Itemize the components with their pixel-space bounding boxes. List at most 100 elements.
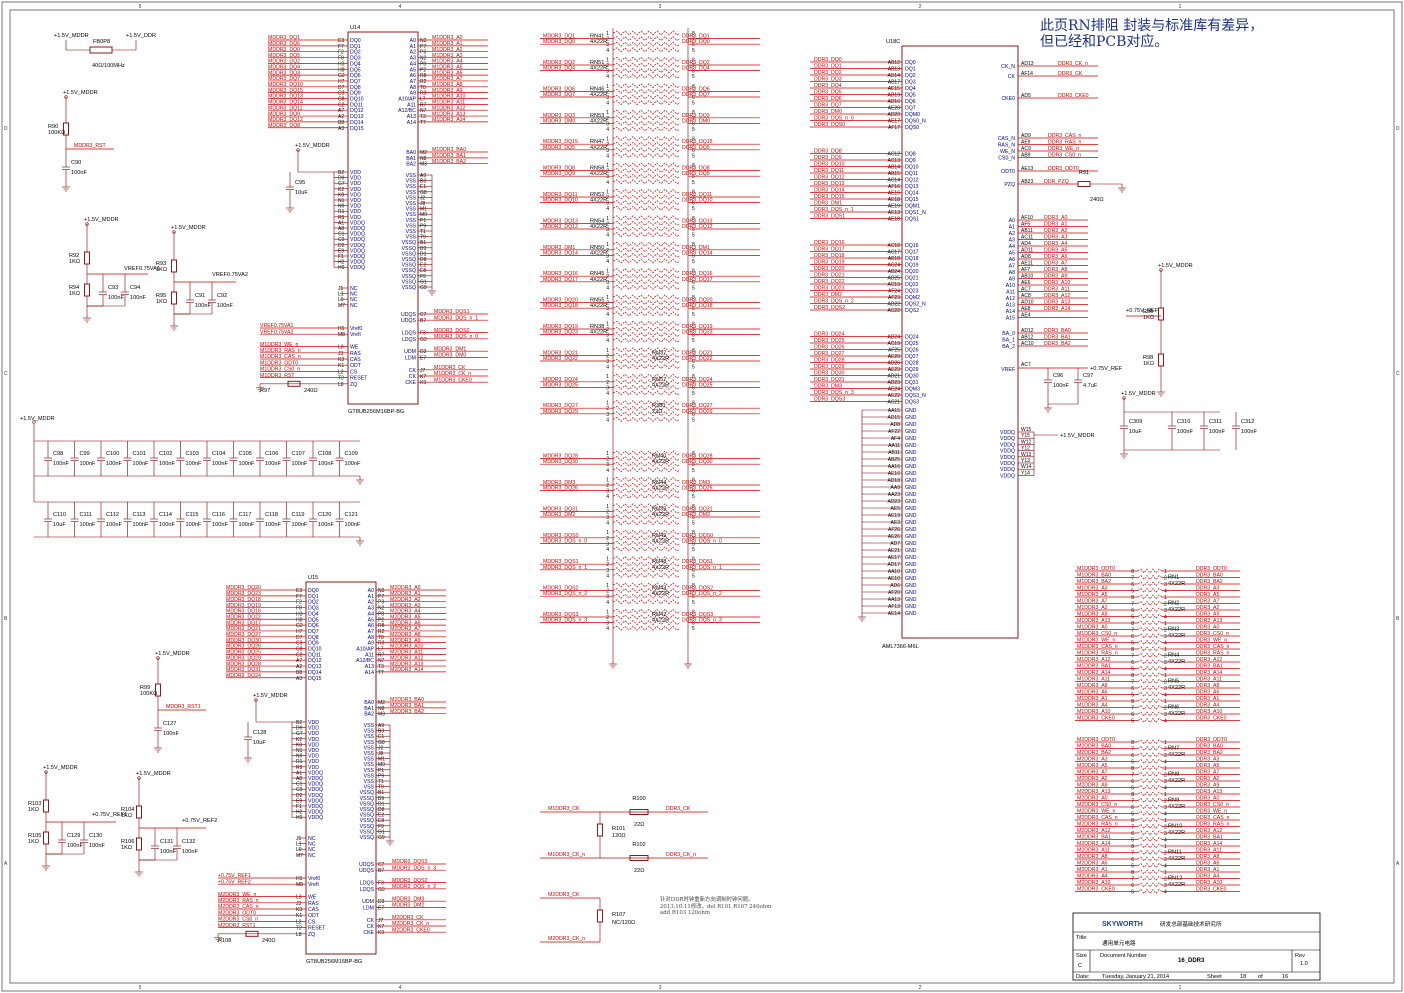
rn-in-net: MDDR3_DQ7	[543, 92, 575, 98]
pin-number: AE10	[888, 576, 900, 582]
pin-name: VSSQ	[402, 263, 416, 269]
pin-number: E8	[378, 818, 384, 824]
rn-element	[612, 88, 681, 94]
pin-name: VREF	[1001, 367, 1015, 373]
resistor-body	[84, 251, 90, 265]
rn-right-a-element	[1137, 704, 1163, 711]
rn-right-a-pin: 3	[1164, 686, 1167, 692]
rn-right-a-out-net: DDR3_A14	[1196, 670, 1222, 676]
rn-pin-number: 3	[606, 42, 609, 48]
rn-right-b-out-net: DDR3_A7	[1196, 770, 1219, 776]
zq-resistor-ref: R108	[218, 938, 231, 944]
rn-value: 4X22R	[652, 382, 669, 388]
rn-value: 4X22R	[590, 198, 607, 204]
cap-ref: C102	[159, 451, 172, 457]
ctl-net: MDDR3_DM2	[392, 903, 424, 909]
rn-pin-number: 7	[692, 37, 695, 43]
pin-number: AD19	[887, 93, 900, 99]
pin-name: BA2	[364, 712, 374, 718]
rn-pin-number: 7	[692, 536, 695, 542]
rn-pin-number: 8	[692, 295, 695, 301]
pin-number: R9	[296, 765, 303, 771]
rn-element	[612, 279, 681, 285]
doc-value: 16_DDR3	[1178, 958, 1205, 964]
pin-name: Vref0	[350, 326, 362, 332]
cap-value: 100nF	[67, 843, 83, 849]
rn-right-a-pin: 5	[1131, 693, 1134, 699]
rn-element	[612, 520, 681, 526]
pin-number: F3	[378, 881, 384, 887]
pin-name: VDD	[308, 726, 319, 732]
rn-pin-number: 7	[692, 380, 695, 386]
ctl-net: MDDR3_DQS_n_0	[434, 334, 478, 340]
ddr-chip-body	[347, 31, 419, 405]
rn-pin-number: 3	[606, 541, 609, 547]
ctl-net: M2DDR3_CK_n	[392, 921, 429, 927]
edge-column-label: 2	[919, 4, 922, 10]
rn-out-net: DDR3_DQ13	[682, 218, 713, 224]
dq-net: MDDR3_DQ5	[268, 53, 300, 59]
pin-name: A2	[368, 600, 374, 606]
rn-in-net: MDDR3_DQ18	[543, 303, 578, 309]
resistor-body	[1077, 181, 1091, 187]
rn-element	[612, 94, 681, 100]
rn-right-a-in-net: M1DDR3_A2	[1077, 605, 1108, 611]
pin-number: H1	[296, 876, 303, 882]
rn-element	[612, 320, 681, 326]
soc-addr-net: DDR3_A4	[1044, 241, 1067, 247]
rn-right-a-out-net: DDR3_A0	[1196, 625, 1219, 631]
rn-right-b-pin: 2	[1164, 825, 1167, 831]
pin-number: AB10	[1021, 274, 1033, 280]
pin-number: P9	[378, 773, 384, 779]
pin-number: AE15	[888, 86, 900, 92]
cap-value: 100nF	[182, 849, 198, 855]
dq-net: MDDR3_DQ0	[268, 47, 300, 53]
rn-ref: RN47	[590, 139, 604, 145]
cap-ref: C118	[265, 512, 278, 518]
resistor-ref: R105	[28, 833, 41, 839]
rn-right-a-pin: 4	[1164, 641, 1167, 647]
rn-ref: RN46	[590, 86, 604, 92]
pin-name: BA1	[364, 706, 374, 712]
cap-value: 10uF	[295, 190, 308, 196]
pin-name: DQ4	[350, 61, 361, 67]
rn-right-b-pin: 7	[1131, 773, 1134, 779]
pin-name: GND	[905, 590, 917, 596]
soc-part-number: AML7366-M6L	[882, 644, 919, 650]
rn-right-a-pin: 7	[1131, 706, 1134, 712]
rn-element	[612, 109, 681, 115]
pin-name: DQ16	[905, 243, 919, 249]
resistor-ref: R102	[632, 842, 645, 848]
rn-value: 4X22R	[652, 459, 669, 465]
pin-number: T3	[420, 114, 426, 120]
pin-name: ODT	[350, 363, 362, 369]
rn-right-a-in-net: M1DDR3_BA1	[1077, 664, 1111, 670]
pin-name: VSS	[406, 235, 417, 241]
rn-right-a-in-net: M1DDR3_A12	[1077, 657, 1111, 663]
power-label: +1.5V_MDDR	[155, 651, 190, 657]
power-port	[254, 698, 258, 702]
rn-right-a-out-net: DDR3_CKE0	[1196, 716, 1227, 722]
pin-name: RAS	[308, 901, 319, 907]
rn-out-net: DDR3_DQ20	[682, 298, 713, 304]
rn-pin-number: 7	[692, 327, 695, 333]
rn-element	[612, 582, 681, 588]
resistor-value: 1KΩ	[69, 291, 80, 297]
edge-column-label: 1	[1179, 4, 1182, 10]
pin-number: N2	[378, 606, 385, 612]
rn-right-a-element	[1137, 711, 1163, 717]
pin-name: GND	[905, 513, 917, 519]
pin-number: AF5	[1021, 222, 1030, 228]
resistor-body	[629, 809, 649, 815]
rn-right-a-pin: 3	[1164, 608, 1167, 614]
pin-name: VSS	[406, 179, 417, 185]
rn-pin-number: 7	[692, 248, 695, 254]
rn-element	[612, 147, 681, 153]
rn-ref: RN40	[652, 454, 666, 460]
pin-number: D3	[420, 349, 427, 355]
pin-name: UDQS	[401, 312, 417, 318]
pin-name: BA0	[364, 700, 374, 706]
pin-number: P2	[420, 67, 426, 73]
rn-pin-number: 1	[606, 321, 609, 327]
rn-right-b-pin: 1	[1164, 818, 1167, 824]
